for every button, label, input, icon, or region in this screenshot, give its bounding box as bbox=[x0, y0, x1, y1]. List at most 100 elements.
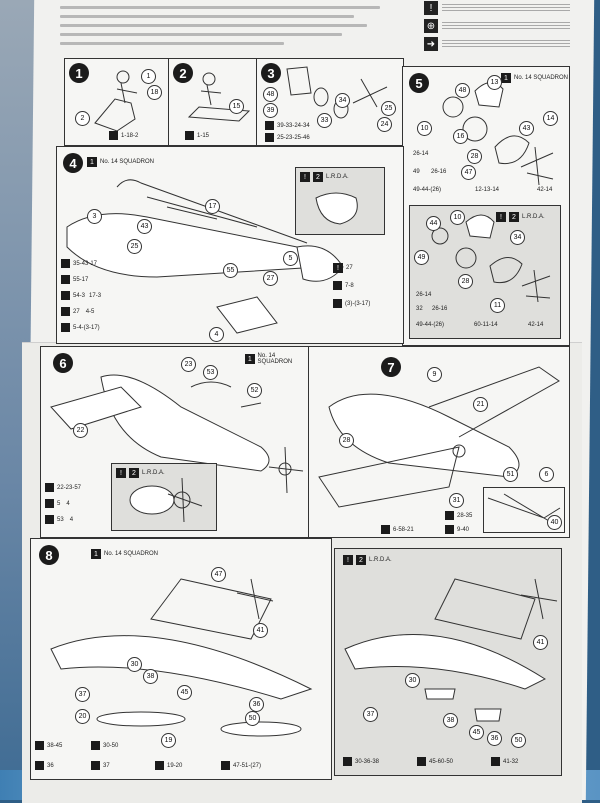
variant-label: No. 14 SQUADRON bbox=[100, 159, 155, 165]
step-number: 2 bbox=[173, 63, 193, 83]
callout: 43 bbox=[519, 121, 534, 136]
engine-lrda-drawing bbox=[431, 214, 551, 303]
callout: 2 bbox=[75, 111, 90, 126]
part-list: 42-14 bbox=[528, 322, 544, 328]
part-list: 49 bbox=[413, 169, 420, 175]
step-number: 4 bbox=[63, 153, 83, 173]
callout: 4 bbox=[209, 327, 224, 342]
part-list: 4 bbox=[66, 500, 70, 507]
callout: 23 bbox=[181, 357, 196, 372]
part-list: 45-60-50 bbox=[429, 758, 454, 765]
callout: 33 bbox=[317, 113, 332, 128]
callout: 45 bbox=[469, 725, 484, 740]
callout: 21 bbox=[473, 397, 488, 412]
callout: 27 bbox=[263, 271, 278, 286]
part-list: 55-17 bbox=[73, 276, 89, 283]
part-list: 26-16 bbox=[432, 306, 448, 312]
part-list: 27 bbox=[346, 265, 353, 271]
part-list: 17-3 bbox=[89, 292, 102, 299]
part-list: 22-23-57 bbox=[57, 484, 82, 491]
part-list: 19-20 bbox=[167, 762, 183, 769]
part-list: 5 bbox=[57, 500, 61, 507]
callout: 10 bbox=[417, 121, 432, 136]
callout: 43 bbox=[137, 219, 152, 234]
variant-label: L.R.D.A. bbox=[326, 174, 349, 180]
callout: 28 bbox=[458, 274, 473, 289]
callout: 28 bbox=[467, 149, 482, 164]
callout: 51 bbox=[503, 467, 518, 482]
step-number: 6 bbox=[53, 353, 73, 373]
variant-label: L.R.D.A. bbox=[142, 470, 165, 476]
callout: 45 bbox=[177, 685, 192, 700]
callout: 17 bbox=[205, 199, 220, 214]
callout: 47 bbox=[211, 567, 226, 582]
callout: 22 bbox=[73, 423, 88, 438]
callout: 47 bbox=[461, 165, 476, 180]
callout: 15 bbox=[229, 99, 244, 114]
callout: 34 bbox=[335, 93, 350, 108]
variant-label: No. 14 SQUADRON bbox=[257, 353, 293, 365]
part-list: 28-35 bbox=[457, 512, 473, 519]
callout: 20 bbox=[75, 709, 90, 724]
part-list: 39-33-24-34 bbox=[277, 122, 310, 129]
callout: 11 bbox=[490, 298, 505, 313]
callout: 41 bbox=[533, 635, 548, 650]
callout: 30 bbox=[127, 657, 142, 672]
nacelle-lrda-drawing bbox=[129, 477, 203, 523]
part-list: 49-44-(26) bbox=[416, 322, 445, 328]
part-list: 6-58-21 bbox=[393, 526, 414, 533]
nose-lrda-drawing bbox=[315, 192, 358, 225]
step-2-panel: 2 15 1-15 bbox=[168, 58, 258, 146]
step-number: 1 bbox=[69, 63, 89, 83]
part-list: 4-5 bbox=[85, 308, 95, 315]
part-list: 26-16 bbox=[431, 169, 447, 175]
callout: 16 bbox=[453, 129, 468, 144]
callout: 50 bbox=[245, 711, 260, 726]
part-list: 53 bbox=[57, 516, 64, 523]
callout: 55 bbox=[223, 263, 238, 278]
callout: 30 bbox=[405, 673, 420, 688]
part-list: 41-32 bbox=[503, 758, 519, 765]
part-list: (3)-(3-17) bbox=[345, 300, 371, 307]
part-list: 32 bbox=[416, 306, 423, 312]
part-list: 12-13-14 bbox=[475, 187, 500, 193]
callout: 34 bbox=[510, 230, 525, 245]
step-number: 8 bbox=[39, 545, 59, 565]
fuselage-drawing bbox=[66, 179, 344, 334]
seat-drawing bbox=[94, 70, 138, 132]
callout: 31 bbox=[449, 493, 464, 508]
callout: 18 bbox=[147, 85, 162, 100]
part-list: 37 bbox=[103, 762, 110, 769]
part-list: 49-44-(26) bbox=[413, 187, 442, 193]
part-list: 54-3 bbox=[73, 292, 86, 299]
callout: 38 bbox=[143, 669, 158, 684]
callout: 9 bbox=[427, 367, 442, 382]
variant-label: L.R.D.A. bbox=[522, 214, 545, 220]
callout: 1 bbox=[141, 69, 156, 84]
step-7-panel: 7 9 21 28 51 6 31 40 28-35 6-58-21 9-40 bbox=[308, 346, 570, 538]
part-list: 35-43-17 bbox=[73, 260, 98, 267]
callout: 50 bbox=[511, 733, 526, 748]
part-list: 26-14 bbox=[413, 151, 429, 157]
callout: 37 bbox=[75, 687, 90, 702]
callout: 48 bbox=[455, 83, 470, 98]
variant-label: No. 14 SQUADRON bbox=[104, 551, 159, 557]
drill-icon: ⊕ bbox=[424, 19, 438, 33]
callout: 40 bbox=[547, 515, 562, 530]
part-list: 26-14 bbox=[416, 292, 432, 298]
callout: 28 bbox=[339, 433, 354, 448]
part-list: 30-50 bbox=[103, 742, 119, 749]
part-list: 27 bbox=[73, 308, 80, 315]
part-list: 36 bbox=[47, 762, 54, 769]
part-list: 9-40 bbox=[457, 526, 470, 533]
engine-drawing bbox=[442, 82, 554, 186]
symbol-legend: ! ⊕ ➜ bbox=[424, 0, 570, 60]
pilot-drawing bbox=[187, 72, 251, 122]
callout: 3 bbox=[87, 209, 102, 224]
callout: 25 bbox=[381, 101, 396, 116]
callout: 37 bbox=[363, 707, 378, 722]
